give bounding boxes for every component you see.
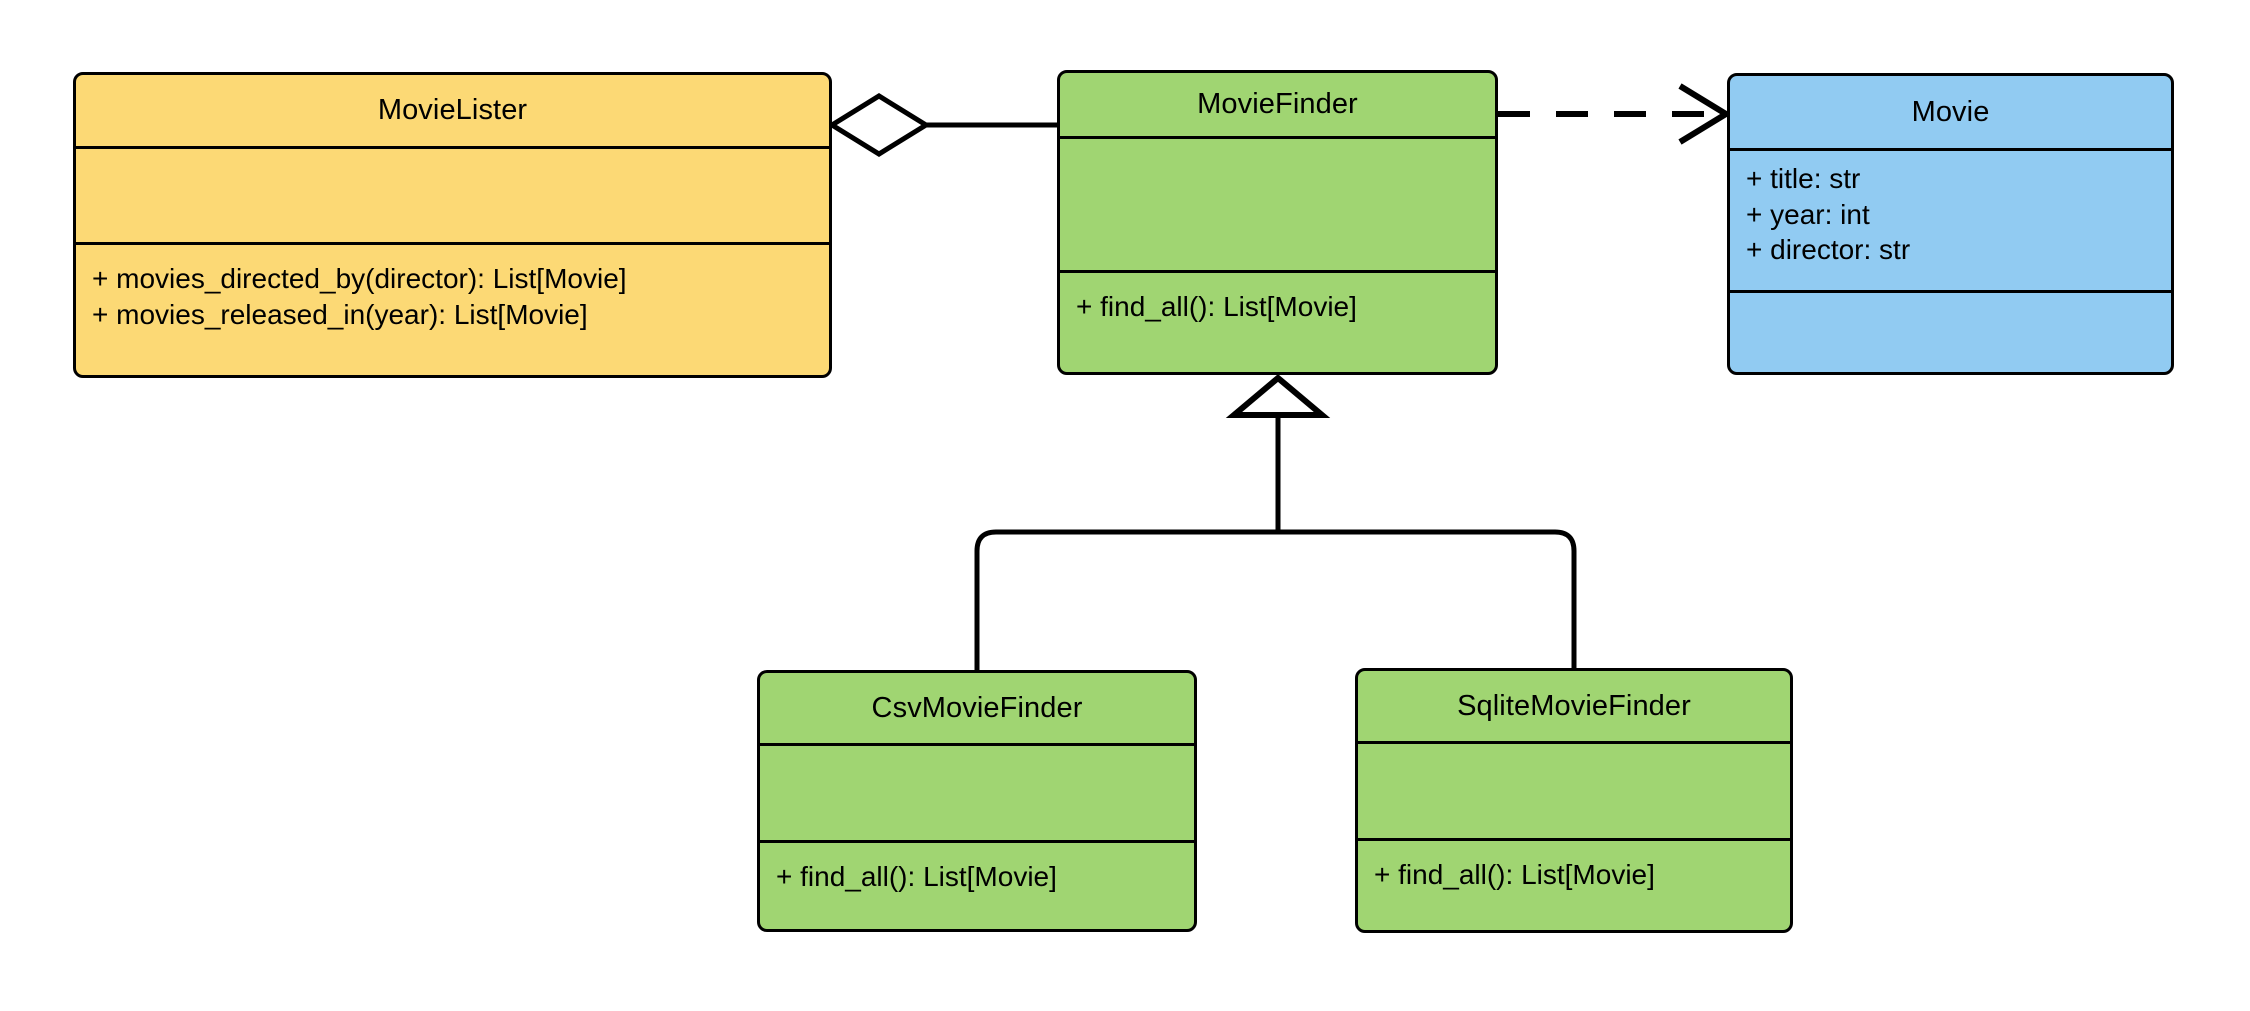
generalization-branch-csv [974, 529, 1278, 670]
attributes-compartment-movie-finder [1060, 139, 1495, 273]
generalization-branch-sqlite [1278, 529, 1577, 668]
class-name-sqlite-movie-finder: SqliteMovieFinder [1358, 671, 1790, 744]
method-item: + movies_released_in(year): List[Movie] [92, 298, 588, 330]
class-box-movie-finder[interactable]: MovieFinder + find_all(): List[Movie] [1057, 70, 1498, 375]
hollow-triangle-icon [1225, 374, 1331, 418]
methods-compartment-sqlite-movie-finder: + find_all(): List[Movie] [1358, 841, 1790, 930]
class-name-movie-lister: MovieLister [76, 75, 829, 149]
class-name-movie: Movie [1730, 76, 2171, 151]
attributes-compartment-movie-lister [76, 149, 829, 245]
methods-compartment-movie-finder: + find_all(): List[Movie] [1060, 273, 1495, 372]
attributes-compartment-movie: + title: str + year: int + director: str [1730, 151, 2171, 293]
generalization-connector-tree[interactable] [974, 374, 1577, 670]
method-item: + find_all(): List[Movie] [1076, 291, 1357, 322]
open-arrowhead-icon [1678, 83, 1732, 145]
attribute-item: + year: int [1746, 198, 1870, 230]
class-name-movie-finder: MovieFinder [1060, 73, 1495, 139]
method-item: + find_all(): List[Movie] [776, 861, 1057, 892]
class-box-movie-lister[interactable]: MovieLister + movies_directed_by(directo… [73, 72, 832, 378]
attribute-item: + title: str [1746, 163, 1861, 194]
method-item: + movies_directed_by(director): List[Mov… [92, 263, 627, 294]
attribute-item: + director: str [1746, 234, 1911, 266]
class-name-csv-movie-finder: CsvMovieFinder [760, 673, 1194, 746]
class-box-sqlite-movie-finder[interactable]: SqliteMovieFinder + find_all(): List[Mov… [1355, 668, 1793, 933]
aggregation-connector-lister-to-finder[interactable] [827, 93, 1057, 157]
methods-compartment-csv-movie-finder: + find_all(): List[Movie] [760, 843, 1194, 929]
attributes-compartment-sqlite-movie-finder [1358, 744, 1790, 841]
methods-compartment-movie-lister: + movies_directed_by(director): List[Mov… [76, 245, 829, 375]
class-box-csv-movie-finder[interactable]: CsvMovieFinder + find_all(): List[Movie] [757, 670, 1197, 932]
attributes-compartment-csv-movie-finder [760, 746, 1194, 843]
methods-compartment-movie [1730, 293, 2171, 372]
dependency-connector-finder-to-movie[interactable] [1498, 83, 1732, 145]
class-box-movie[interactable]: Movie + title: str + year: int + directo… [1727, 73, 2174, 375]
method-item: + find_all(): List[Movie] [1374, 859, 1655, 890]
hollow-diamond-icon [827, 93, 931, 157]
